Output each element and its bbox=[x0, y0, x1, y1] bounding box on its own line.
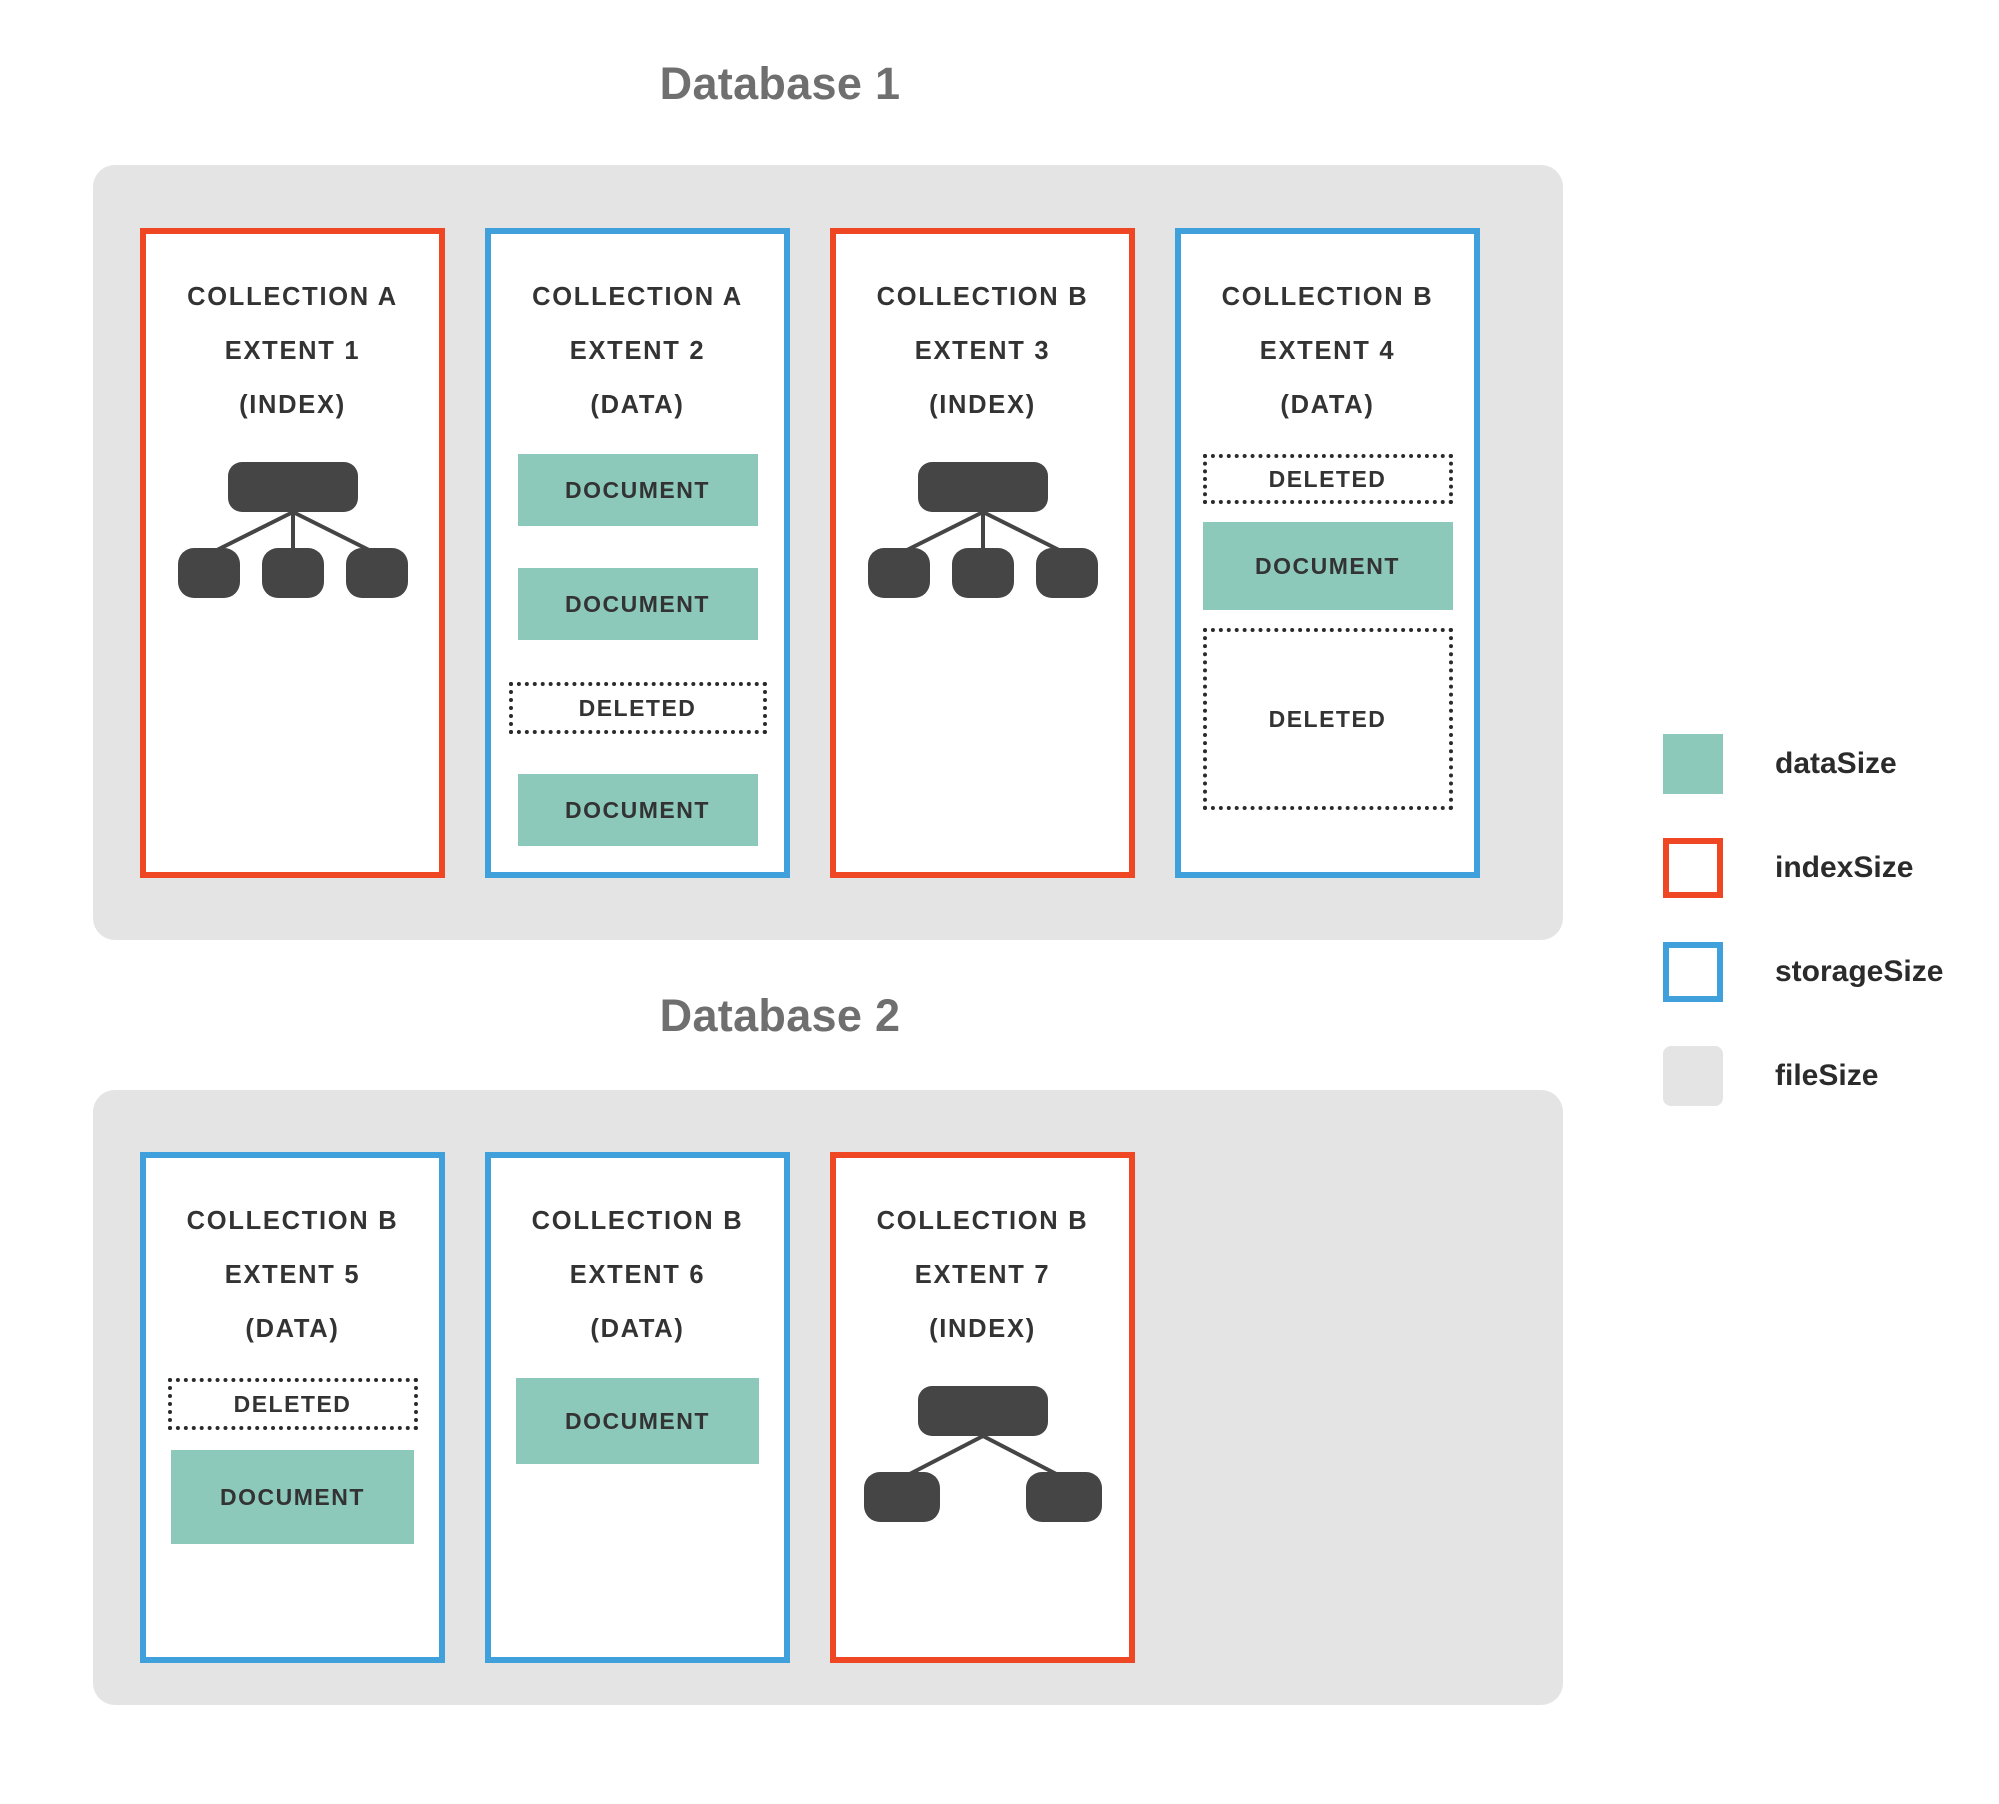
extent-blocks: DOCUMENT DOCUMENT DELETED DOCUMENT bbox=[491, 454, 784, 846]
extent-kind-label: (INDEX) bbox=[929, 391, 1036, 419]
extent-header: COLLECTION B EXTENT 7 (INDEX) bbox=[836, 1158, 1129, 1356]
extent-kind-label: (DATA) bbox=[245, 1315, 340, 1343]
legend-item-storagesize: storageSize bbox=[1663, 920, 1993, 1024]
extent-header: COLLECTION B EXTENT 5 (DATA) bbox=[146, 1158, 439, 1356]
deleted-block: DELETED bbox=[1202, 454, 1453, 504]
extent-blocks: DELETED DOCUMENT DELETED bbox=[1181, 454, 1474, 810]
extent-blocks: DOCUMENT bbox=[491, 1378, 784, 1464]
extent-header: COLLECTION B EXTENT 4 (DATA) bbox=[1181, 234, 1474, 432]
extent-collection-label: COLLECTION A bbox=[187, 283, 398, 311]
extent-collection-label: COLLECTION B bbox=[876, 283, 1089, 311]
extent-collection-label: COLLECTION B bbox=[531, 1207, 744, 1235]
index-tree-icon bbox=[858, 1382, 1108, 1522]
document-block: DOCUMENT bbox=[517, 774, 758, 846]
extent-kind-label: (DATA) bbox=[590, 391, 685, 419]
database-2-title: Database 2 bbox=[659, 990, 901, 1041]
extent-box-extent-4[interactable]: COLLECTION B EXTENT 4 (DATA) DELETED DOCUMEN… bbox=[1175, 228, 1480, 878]
extent-extent-label: EXTENT 1 bbox=[224, 337, 361, 365]
legend-label-filesize: fileSize bbox=[1775, 1059, 1879, 1092]
extent-extent-label: EXTENT 2 bbox=[569, 337, 706, 365]
extent-kind-label: (DATA) bbox=[1280, 391, 1375, 419]
document-block: DOCUMENT bbox=[517, 568, 758, 640]
legend-swatch-storagesize bbox=[1663, 942, 1723, 1002]
extent-box-extent-6[interactable]: COLLECTION B EXTENT 6 (DATA) DOCUMENT bbox=[485, 1152, 790, 1663]
legend-item-filesize: fileSize bbox=[1663, 1024, 1993, 1128]
legend-swatch-filesize bbox=[1663, 1046, 1723, 1106]
extent-collection-label: COLLECTION A bbox=[532, 283, 743, 311]
database-1-title: Database 1 bbox=[659, 58, 901, 109]
extent-blocks: DELETED DOCUMENT bbox=[146, 1378, 439, 1544]
extent-box-extent-1[interactable]: COLLECTION A EXTENT 1 (INDEX) bbox=[140, 228, 445, 878]
index-tree-icon bbox=[168, 458, 418, 598]
deleted-block: DELETED bbox=[1202, 628, 1453, 810]
legend-label-datasize: dataSize bbox=[1775, 747, 1897, 780]
extent-kind-label: (INDEX) bbox=[239, 391, 346, 419]
legend-item-indexsize: indexSize bbox=[1663, 816, 1993, 920]
extent-kind-label: (DATA) bbox=[590, 1315, 685, 1343]
extent-header: COLLECTION A EXTENT 2 (DATA) bbox=[491, 234, 784, 432]
extent-collection-label: COLLECTION B bbox=[186, 1207, 399, 1235]
legend-swatch-datasize bbox=[1663, 734, 1723, 794]
extent-extent-label: EXTENT 7 bbox=[914, 1261, 1051, 1289]
legend-label-storagesize: storageSize bbox=[1775, 955, 1944, 988]
document-block: DOCUMENT bbox=[171, 1450, 414, 1544]
legend-item-datasize: dataSize bbox=[1663, 712, 1993, 816]
extent-extent-label: EXTENT 3 bbox=[914, 337, 1051, 365]
extent-header: COLLECTION A EXTENT 1 (INDEX) bbox=[146, 234, 439, 432]
extent-box-extent-7[interactable]: COLLECTION B EXTENT 7 (INDEX) bbox=[830, 1152, 1135, 1663]
deleted-block: DELETED bbox=[167, 1378, 418, 1430]
legend: dataSize indexSize storageSize fileSize bbox=[1663, 712, 1993, 1128]
extent-extent-label: EXTENT 6 bbox=[569, 1261, 706, 1289]
index-tree-icon bbox=[858, 458, 1108, 598]
extent-box-extent-3[interactable]: COLLECTION B EXTENT 3 (INDEX) bbox=[830, 228, 1135, 878]
document-block: DOCUMENT bbox=[517, 454, 758, 526]
legend-label-indexsize: indexSize bbox=[1775, 851, 1914, 884]
deleted-block: DELETED bbox=[508, 682, 767, 734]
legend-swatch-indexsize bbox=[1663, 838, 1723, 898]
document-block: DOCUMENT bbox=[1202, 522, 1453, 610]
extent-kind-label: (INDEX) bbox=[929, 1315, 1036, 1343]
extent-header: COLLECTION B EXTENT 6 (DATA) bbox=[491, 1158, 784, 1356]
extent-collection-label: COLLECTION B bbox=[1221, 283, 1434, 311]
extent-collection-label: COLLECTION B bbox=[876, 1207, 1089, 1235]
extent-extent-label: EXTENT 4 bbox=[1259, 337, 1396, 365]
document-block: DOCUMENT bbox=[516, 1378, 759, 1464]
extent-header: COLLECTION B EXTENT 3 (INDEX) bbox=[836, 234, 1129, 432]
extent-extent-label: EXTENT 5 bbox=[224, 1261, 361, 1289]
extent-box-extent-5[interactable]: COLLECTION B EXTENT 5 (DATA) DELETED DOCUMEN… bbox=[140, 1152, 445, 1663]
